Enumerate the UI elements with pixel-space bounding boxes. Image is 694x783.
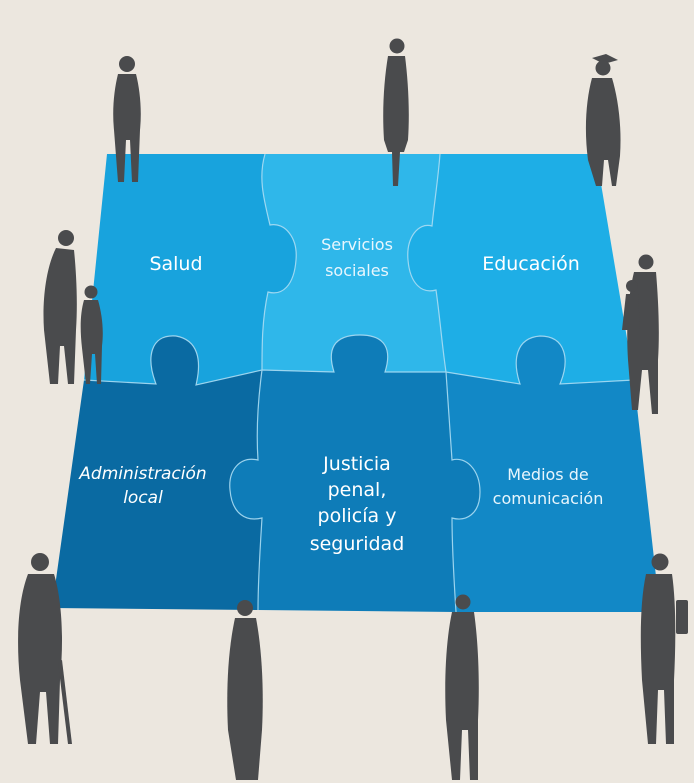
label-educacion: Educación: [482, 253, 580, 275]
label-servicios-line1: Servicios: [321, 235, 393, 254]
label-justicia-line3: policía y: [318, 505, 397, 527]
label-justicia-line1: Justicia: [322, 453, 391, 475]
label-servicios-line2: sociales: [325, 261, 389, 280]
label-administracion-line1: Administración: [78, 464, 206, 484]
silhouette-man-icon: [383, 38, 409, 186]
label-medios-line1: Medios de: [507, 465, 588, 484]
label-justicia-line2: penal,: [328, 479, 387, 501]
piece-servicios-sociales: [261, 154, 446, 372]
silhouette-young-man-icon: [445, 594, 479, 780]
label-administracion-line2: local: [123, 488, 163, 508]
silhouette-father-child-icon: [622, 254, 659, 414]
silhouette-woman-icon: [113, 56, 141, 182]
label-salud: Salud: [149, 253, 202, 275]
silhouette-mother-child-icon: [43, 230, 103, 384]
silhouette-businessman-icon: [640, 553, 688, 744]
piece-labels: Salud Servicios sociales Educación Admin…: [78, 235, 603, 555]
puzzle-seams: [83, 153, 635, 613]
silhouette-elderly-icon: [18, 553, 72, 744]
label-medios-line2: comunicación: [493, 489, 604, 508]
piece-administracion-local: [52, 335, 262, 610]
piece-justicia: [229, 335, 480, 612]
piece-salud: [84, 154, 297, 385]
silhouette-graduate-icon: [585, 54, 621, 186]
people-silhouettes: [18, 38, 688, 780]
puzzle: [52, 153, 660, 613]
piece-educacion: [407, 154, 634, 384]
silhouette-woman-dress-icon: [227, 600, 263, 780]
piece-medios-comunicacion: [446, 336, 660, 612]
label-justicia-line4: seguridad: [310, 533, 405, 555]
